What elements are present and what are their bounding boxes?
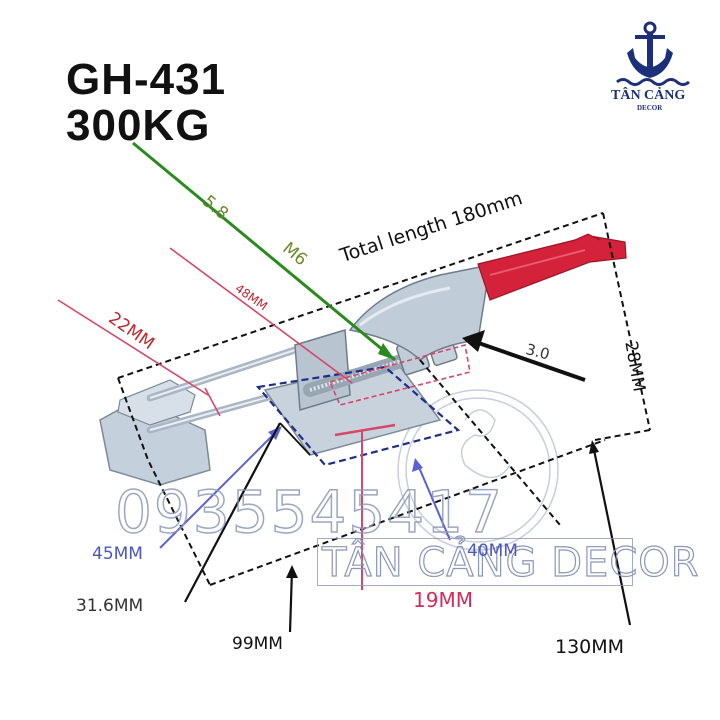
anchor-icon bbox=[616, 21, 690, 86]
watermark-circle bbox=[397, 389, 559, 551]
model-number: GH-431 bbox=[66, 55, 227, 104]
toggle-clamp-image bbox=[99, 233, 627, 486]
dim-130mm-label: 130MM bbox=[555, 636, 625, 658]
bolt-leader-line bbox=[132, 141, 396, 362]
watermark-brand: TÂN CẢNG DECOR bbox=[321, 539, 700, 586]
dim-19mm-label: 19MM bbox=[413, 588, 473, 612]
dim-40mm-label: 40MM bbox=[467, 541, 518, 561]
watermark-frame bbox=[317, 538, 633, 586]
brand-logo: TÂN CẢNG DECOR bbox=[605, 18, 695, 113]
dim-31-6mm-label: 31.6MM bbox=[76, 596, 144, 616]
logo-sub: DECOR bbox=[637, 104, 663, 112]
logo-name: TÂN CẢNG bbox=[611, 88, 686, 103]
dimension-box-outline bbox=[117, 212, 651, 586]
watermark-phone: 0935545417 bbox=[114, 477, 505, 547]
base-plate-outline bbox=[255, 365, 461, 467]
load-capacity: 300KG bbox=[66, 101, 211, 150]
dim-99mm-label: 99MM bbox=[232, 634, 283, 654]
dim-45mm-label: 45MM bbox=[92, 544, 143, 564]
